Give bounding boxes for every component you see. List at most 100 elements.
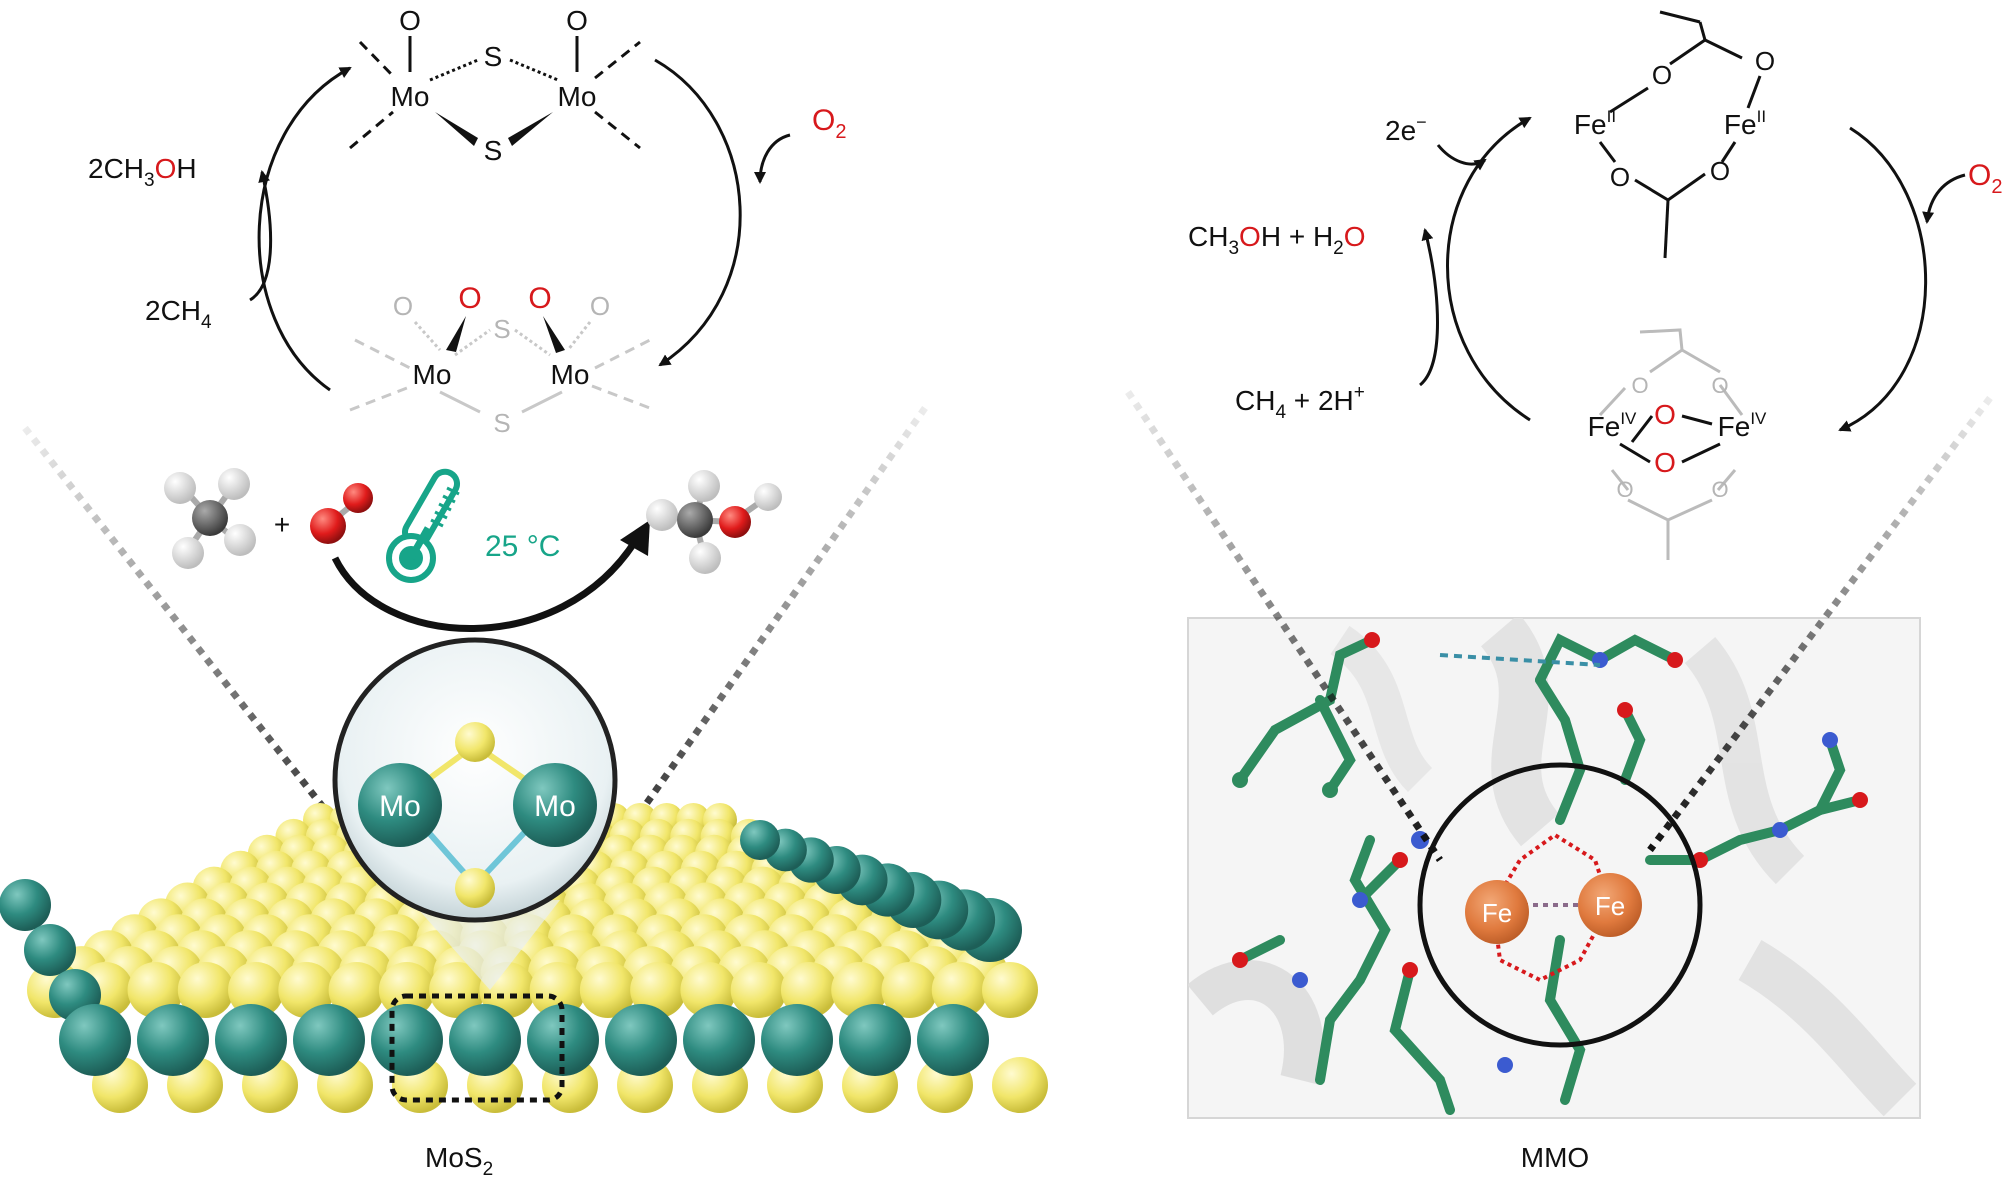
sulfur-atom-top (455, 722, 495, 762)
bottom-mo-complex: O O S O O Mo Mo S (349, 282, 656, 438)
react-rest: + 2H (1286, 385, 1354, 416)
sulfur-sphere (680, 962, 737, 1018)
electrons-label: 2e− (1385, 112, 1427, 146)
sulfur-sphere (730, 962, 787, 1018)
methane-left-sub: 4 (201, 312, 212, 333)
molybdenum-sphere (215, 1004, 287, 1076)
complex-bottom-s-bottom: S (493, 408, 510, 438)
react-ch-sub: 4 (1275, 402, 1286, 423)
bottom-o-bridge-top: O (1654, 399, 1676, 430)
bottom-o4: O (1711, 477, 1728, 502)
top-fe-right-sup: II (1757, 107, 1766, 126)
ch4-in-to-product-arrow (249, 170, 273, 302)
caption-mos2-sub: 2 (483, 1159, 494, 1180)
o2-label-right: O2 (1968, 159, 2002, 198)
molybdenum-sphere (740, 820, 780, 860)
caption-mos2-main: MoS (425, 1142, 483, 1173)
bottom-o3: O (1616, 477, 1633, 502)
complex-top-o-right: O (566, 5, 588, 36)
cycle-arrow-left (257, 66, 352, 392)
complex-bottom-o-left: O (458, 282, 481, 315)
sulfur-atom-bottom (455, 868, 495, 908)
complex-bottom-o-right: O (528, 282, 551, 315)
top-fe-right-main: Fe (1724, 109, 1757, 140)
left-panel: Mo Mo O O S Mo Mo S O O S O (0, 5, 1048, 1180)
sulfur-sphere (881, 962, 938, 1018)
sulfur-sphere (931, 962, 988, 1018)
prod-rest: H + H (1261, 221, 1333, 252)
bubble-mo-right-label: Mo (534, 790, 576, 823)
zoom-line-right-panel-left (1125, 390, 1443, 862)
methanol-left-o: O (155, 153, 177, 184)
caption-mos2: MoS2 (425, 1142, 493, 1180)
o2-label-left: O2 (812, 104, 846, 143)
bottom-fe-right-main: Fe (1718, 411, 1751, 442)
bottom-fe-left: FeIV (1588, 409, 1637, 442)
sulfur-sphere (429, 962, 486, 1018)
right-cycle-arrow-right (1838, 126, 1928, 432)
complex-top-s-top: S (484, 41, 503, 72)
bottom-fe-left-sup: IV (1620, 409, 1637, 428)
complex-top-o-left: O (399, 5, 421, 36)
iron-atom-left (1465, 880, 1529, 944)
o2-right-sub: 2 (1991, 176, 2002, 198)
molybdenum-sphere (371, 1004, 443, 1076)
sulfur-sphere (228, 962, 285, 1018)
molybdenum-sphere (449, 1004, 521, 1076)
right-cycle-arrow-left (1446, 116, 1532, 422)
thermometer-icon (386, 468, 460, 583)
react-sup: + (1354, 382, 1365, 403)
bottom-fe-right: FeIV (1718, 409, 1767, 442)
prod-h2-sub: 2 (1333, 238, 1344, 259)
sulfur-sphere (992, 1057, 1048, 1113)
complex-top-mo-right: Mo (558, 81, 597, 112)
top-o3: O (1610, 162, 1630, 192)
right-panel: Fe Fe O O FeII FeII O O (1125, 10, 2002, 1173)
complex-top-s-bottom: S (484, 135, 503, 166)
molybdenum-sphere (761, 1004, 833, 1076)
methanol-left-prefix: 2CH (88, 153, 144, 184)
caption-mmo: MMO (1521, 1142, 1589, 1173)
top-fe-right: FeII (1724, 107, 1766, 140)
sulfur-sphere (831, 962, 888, 1018)
svg-text:2CH4: 2CH4 (145, 295, 212, 333)
methane-left-main: 2CH (145, 295, 201, 326)
top-o2: O (1755, 46, 1775, 76)
complex-bottom-mo-left: Mo (413, 359, 452, 390)
bottom-fe-left-main: Fe (1588, 411, 1621, 442)
oxygen-molecule (310, 483, 373, 544)
molybdenum-sphere (137, 1004, 209, 1076)
sulfur-sphere (328, 962, 385, 1018)
right-o2-in-arrow (1922, 173, 1966, 224)
complex-bottom-s-top: S (493, 314, 510, 344)
sulfur-sphere (982, 962, 1038, 1018)
complex-bottom-o-left-faded: O (393, 291, 413, 321)
methane-molecule (164, 468, 256, 569)
mo-atom-right (513, 763, 597, 847)
top-mo-complex: O O S Mo Mo S (349, 5, 641, 166)
electrons-sup: − (1416, 112, 1427, 132)
sulfur-sphere (529, 962, 586, 1018)
prod-o2: O (1344, 221, 1366, 252)
methane-proton-reactant: CH4 + 2H+ (1235, 382, 1365, 423)
active-site-circle: Fe Fe (1417, 762, 1703, 1048)
top-fe-left: FeII (1574, 107, 1616, 140)
molybdenum-sphere (0, 879, 51, 931)
reaction-arrow (331, 538, 639, 632)
molybdenum-sphere (683, 1004, 755, 1076)
circle-fe-left-label: Fe (1482, 898, 1512, 928)
react-ch: CH (1235, 385, 1275, 416)
complex-bottom-o-right-faded: O (590, 291, 610, 321)
sulfur-sphere (780, 962, 837, 1018)
bottom-o-bridge-bottom: O (1654, 447, 1676, 478)
top-fe-left-sup: II (1607, 107, 1616, 126)
bottom-o2: O (1711, 373, 1728, 398)
selection-box (389, 993, 565, 1103)
plus-sign: + (274, 509, 290, 540)
circle-fe-right-label: Fe (1595, 891, 1625, 921)
bottom-fe-right-sup: IV (1750, 409, 1767, 428)
mo-atom-left (358, 763, 442, 847)
methanol-molecule (646, 470, 782, 574)
prod-ch-sub: 3 (1228, 238, 1239, 259)
prod-ch: CH (1188, 221, 1228, 252)
